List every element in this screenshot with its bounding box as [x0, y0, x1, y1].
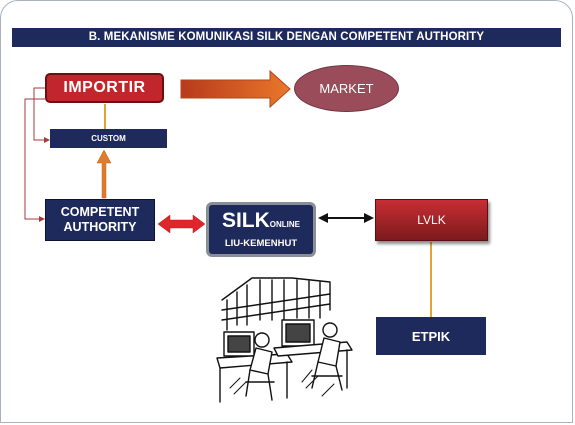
- lvlk-box: LVLK: [375, 199, 488, 241]
- silk-online-box: SILKONLINE LIU-KEMENHUT: [206, 202, 316, 257]
- arrow-ca-to-custom: [96, 149, 112, 199]
- bracket-importir-ca: [24, 98, 45, 222]
- silk-online-label: ONLINE: [269, 220, 301, 229]
- importir-label: IMPORTIR: [63, 79, 146, 96]
- importir-box: IMPORTIR: [45, 73, 164, 103]
- silk-main-label: SILK: [221, 209, 270, 232]
- slide-title: B. MEKANISME KOMUNIKASI SILK DENGAN COMP…: [12, 28, 561, 47]
- arrow-silk-lvlk-head-right: [364, 213, 374, 223]
- custom-box: CUSTOM: [50, 129, 167, 148]
- etpik-box: ETPIK: [376, 317, 486, 355]
- market-label: MARKET: [319, 81, 374, 96]
- market-ellipse: MARKET: [294, 65, 399, 112]
- competent-authority-box: COMPETENT AUTHORITY: [45, 199, 155, 241]
- bracket-importir-custom: [33, 87, 50, 143]
- custom-label: CUSTOM: [91, 134, 126, 143]
- arrow-silk-lvlk-head-left: [318, 213, 328, 223]
- silk-title: SILKONLINE: [222, 210, 300, 236]
- silk-sub-label: LIU-KEMENHUT: [224, 238, 298, 249]
- arrow-importir-to-market: [180, 69, 291, 109]
- arrow-ca-silk: [157, 214, 206, 234]
- office-workers-clipart: [216, 277, 353, 403]
- etpik-label: ETPIK: [411, 328, 451, 344]
- lvlk-label: LVLK: [417, 213, 446, 227]
- competent-authority-label: COMPETENT AUTHORITY: [60, 205, 140, 234]
